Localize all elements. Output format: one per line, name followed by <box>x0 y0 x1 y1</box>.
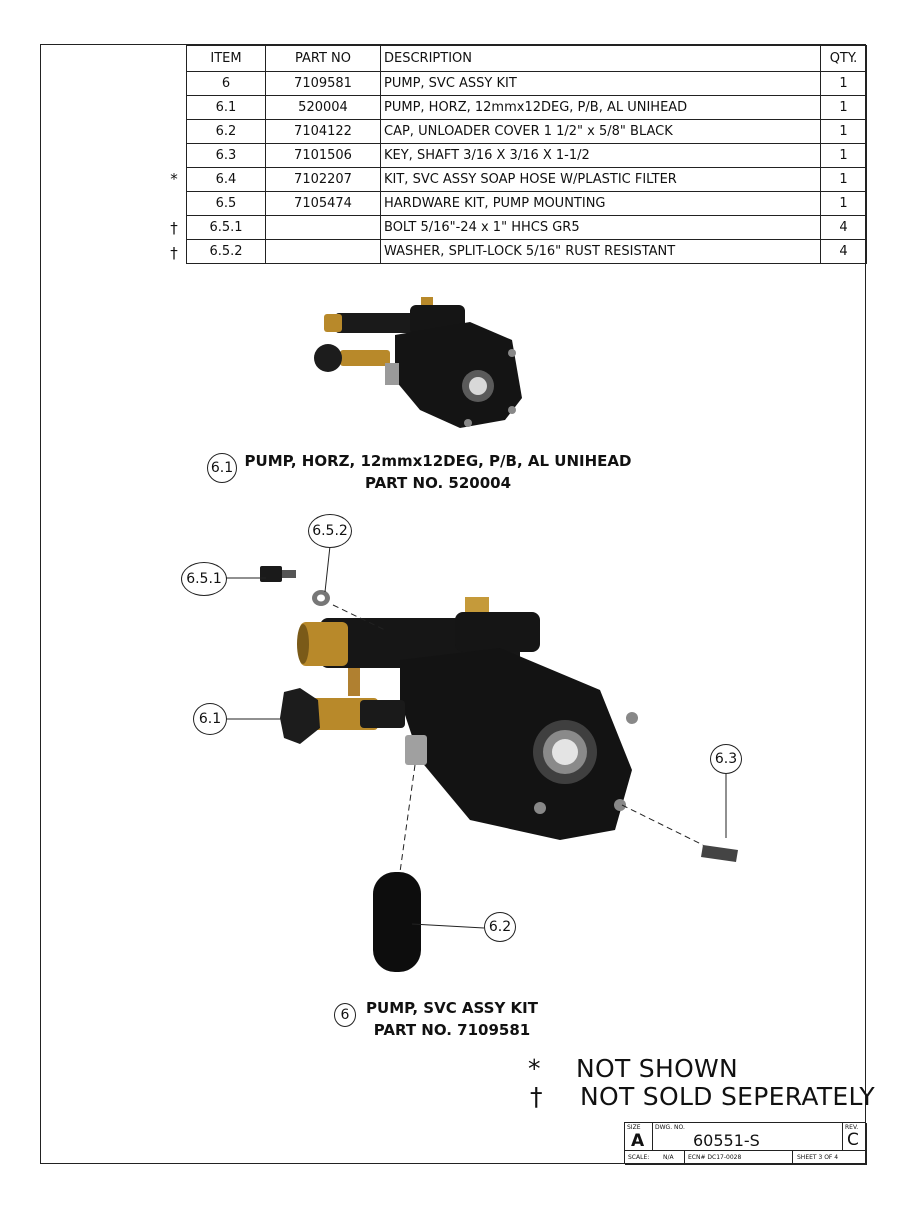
sheet-value: SHEET 3 OF 4 <box>797 1154 839 1161</box>
bom-part-no: 7102207 <box>265 167 381 192</box>
figure1-part-no: PART NO. 520004 <box>364 474 512 492</box>
bom-qty: 1 <box>820 71 867 96</box>
bom-row-mark: † <box>170 219 178 237</box>
rev-label: REV. <box>845 1124 859 1131</box>
callout-6-figure: 6 <box>334 1003 356 1027</box>
bom-item: 6.4 <box>186 167 266 192</box>
scale-cell: SCALE: N/A <box>625 1151 685 1165</box>
note-not-shown: NOT SHOWN <box>576 1054 739 1083</box>
ecn-cell: ECN# DC17-0028 <box>685 1151 793 1165</box>
size-cell: SIZE A <box>625 1123 653 1151</box>
bom-qty: 1 <box>820 191 867 216</box>
callout-6-2: 6.2 <box>484 912 516 942</box>
leader-lines <box>226 545 727 929</box>
scale-label: SCALE: <box>628 1154 650 1161</box>
bom-description: KEY, SHAFT 3/16 X 3/16 X 1-1/2 <box>380 143 821 168</box>
header-part-no: PART NO <box>265 45 381 72</box>
bom-part-no: 7105474 <box>265 191 381 216</box>
ecn-value: ECN# DC17-0028 <box>688 1154 742 1161</box>
callout-6-1-figure: 6.1 <box>207 453 237 483</box>
bom-part-no: 7101506 <box>265 143 381 168</box>
rev-value: C <box>847 1130 859 1150</box>
bom-qty: 1 <box>820 167 867 192</box>
size-label: SIZE <box>627 1124 641 1131</box>
callout-6-3: 6.3 <box>710 744 742 774</box>
bom-row-mark: † <box>170 243 178 262</box>
note-not-sold-separately: NOT SOLD SEPERATELY <box>580 1082 875 1111</box>
note-symbol-dagger: † <box>530 1082 543 1111</box>
pump-illustration-large <box>260 566 738 972</box>
bom-description: CAP, UNLOADER COVER 1 1/2" x 5/8" BLACK <box>380 119 821 144</box>
note-symbol-asterisk: * <box>528 1054 541 1083</box>
bom-description: HARDWARE KIT, PUMP MOUNTING <box>380 191 821 216</box>
rev-cell: REV. C <box>843 1123 867 1151</box>
bom-row-mark: * <box>170 170 178 188</box>
pump-illustration-small <box>314 297 522 428</box>
bom-description: PUMP, SVC ASSY KIT <box>380 71 821 96</box>
size-value: A <box>631 1131 645 1151</box>
dwg-no-value: 60551-S <box>693 1131 760 1150</box>
title-block: SIZE A DWG. NO. 60551-S REV. C SCALE: N/… <box>624 1122 867 1165</box>
dwg-no-label: DWG. NO. <box>655 1124 685 1131</box>
bom-qty: 4 <box>820 215 867 240</box>
scale-value: N/A <box>663 1154 674 1161</box>
callout-6-5-1: 6.5.1 <box>181 562 227 596</box>
drawing-frame <box>40 44 866 1164</box>
bom-description: KIT, SVC ASSY SOAP HOSE W/PLASTIC FILTER <box>380 167 821 192</box>
bom-item: 6.5.2 <box>186 239 266 264</box>
bom-part-no: 520004 <box>265 95 381 120</box>
bom-item: 6.3 <box>186 143 266 168</box>
dwg-no-cell: DWG. NO. 60551-S <box>653 1123 843 1151</box>
bom-description: WASHER, SPLIT-LOCK 5/16" RUST RESISTANT <box>380 239 821 264</box>
figure2-part-no: PART NO. 7109581 <box>373 1021 531 1039</box>
bom-row: 6.5.2 WASHER, SPLIT-LOCK 5/16" RUST RESIS… <box>186 239 867 264</box>
callout-6-5-2: 6.5.2 <box>308 514 352 548</box>
figure2-title: PUMP, SVC ASSY KIT <box>366 999 538 1017</box>
bom-qty: 4 <box>820 239 867 264</box>
bom-header-row: ITEM PART NO DESCRIPTION QTY. <box>186 45 867 72</box>
callout-6-1: 6.1 <box>193 703 227 735</box>
figure1-title: PUMP, HORZ, 12mmx12DEG, P/B, AL UNIHEAD <box>244 452 632 470</box>
bom-part-no: 7104122 <box>265 119 381 144</box>
bom-part-no <box>265 215 381 240</box>
sheet-cell: SHEET 3 OF 4 <box>793 1151 867 1165</box>
bom-description: BOLT 5/16"-24 x 1" HHCS GR5 <box>380 215 821 240</box>
